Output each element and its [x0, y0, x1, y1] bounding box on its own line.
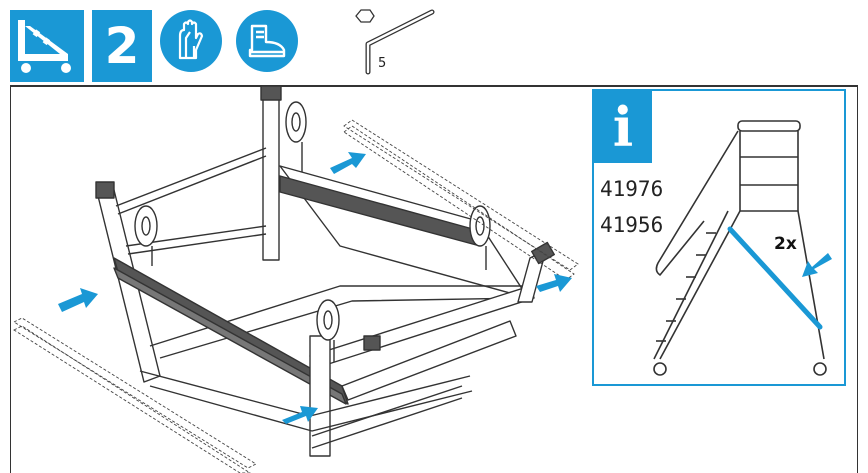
- article-number: 41976: [600, 177, 664, 201]
- header: 2 5: [0, 0, 868, 86]
- gloves-icon: [160, 10, 222, 72]
- quantity-label: 2x: [774, 234, 797, 254]
- step-number: 2: [92, 10, 152, 82]
- tool-size-label: 5: [378, 56, 387, 71]
- platform-assembly-drawing: [13, 86, 579, 473]
- info-icon: i: [594, 91, 652, 163]
- illustration-frame: [10, 86, 858, 473]
- ladder-assembly-icon: [10, 10, 84, 82]
- ladder-side-view-drawing: [653, 120, 832, 376]
- frame-divider: [10, 85, 858, 86]
- article-number: 41956: [600, 213, 664, 237]
- info-panel: i 41976 41956 2x: [592, 89, 846, 386]
- hex-key-icon: [355, 9, 435, 75]
- safety-boot-icon: [236, 10, 298, 72]
